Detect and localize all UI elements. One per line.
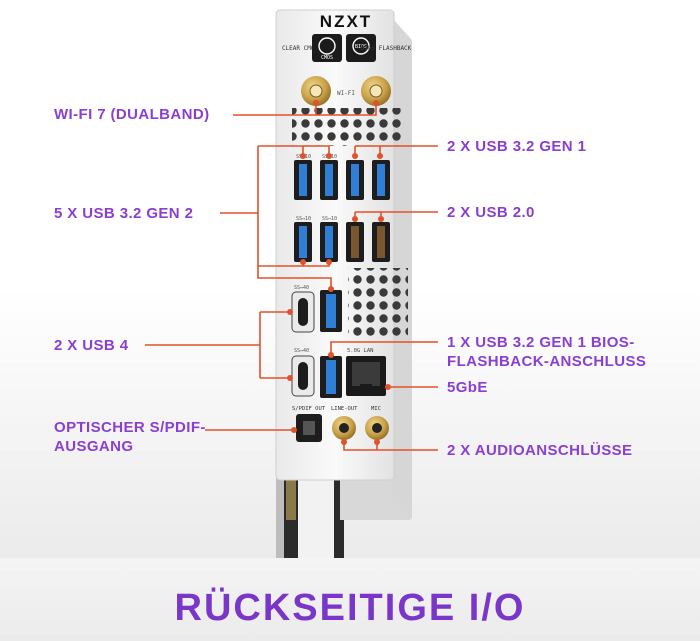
lan-label: 5.0G LAN: [347, 348, 374, 354]
bios-flashback-icon: [352, 37, 370, 55]
bios-flashback-label: BIOS FLASHBACK: [361, 45, 412, 52]
vent-holes-middle: [348, 268, 408, 340]
callout-usb4: 2 X USB 4: [54, 337, 129, 354]
wifi-antenna-connectors: [301, 76, 391, 106]
vent-holes-top: [292, 108, 404, 146]
footer-band: [0, 558, 700, 641]
port-label-usb4-a: SS↔40: [294, 285, 309, 291]
wifi-label: WI-FI: [337, 90, 355, 97]
callout-usb32-gen2: 5 X USB 3.2 GEN 2: [54, 205, 194, 222]
port-label-usb-10-d: SS↔10: [322, 216, 337, 222]
callout-bios-flashback-port: 1 X USB 3.2 GEN 1 BIOS-FLASHBACK-ANSCHLU…: [447, 334, 647, 370]
motherboard-pcb: [276, 470, 410, 562]
line-out-label: LINE-OUT: [331, 406, 358, 412]
spdif-label: S/PDIF OUT: [292, 406, 326, 412]
leader-lines: [145, 104, 438, 451]
bios-button-text: BIOS: [355, 44, 367, 50]
callout-usb20: 2 X USB 2.0: [447, 204, 535, 221]
callout-audio: 2 X AUDIOANSCHLÜSSE: [447, 442, 633, 459]
clear-cmos-button-text: CMOS: [321, 55, 333, 61]
callout-wifi: WI-FI 7 (DUALBAND): [54, 106, 210, 123]
port-label-usb4-b: SS↔40: [294, 348, 309, 354]
clear-cmos-icon: [318, 37, 336, 55]
clear-cmos-label: CLEAR CMOS: [282, 45, 319, 52]
brand-logo: NZXT: [320, 12, 372, 31]
mic-label: MIC: [371, 406, 381, 412]
callout-usb32-gen1: 2 X USB 3.2 GEN 1: [447, 138, 587, 155]
clear-cmos-button[interactable]: [312, 34, 342, 62]
usb-ports-row-1: SS↔10 SS↔10: [294, 154, 390, 200]
footer-title: RÜCKSEITIGE I/O: [174, 587, 526, 629]
leader-dots: [287, 100, 391, 445]
usb-ports-row-2: SS↔10 SS↔10: [294, 216, 390, 262]
callout-lan: 5GbE: [447, 379, 488, 396]
bios-flashback-button[interactable]: [346, 34, 376, 62]
port-label-usb-10-c: SS↔10: [296, 216, 311, 222]
callout-spdif: OPTISCHER S/PDIF-AUSGANG: [54, 419, 206, 455]
